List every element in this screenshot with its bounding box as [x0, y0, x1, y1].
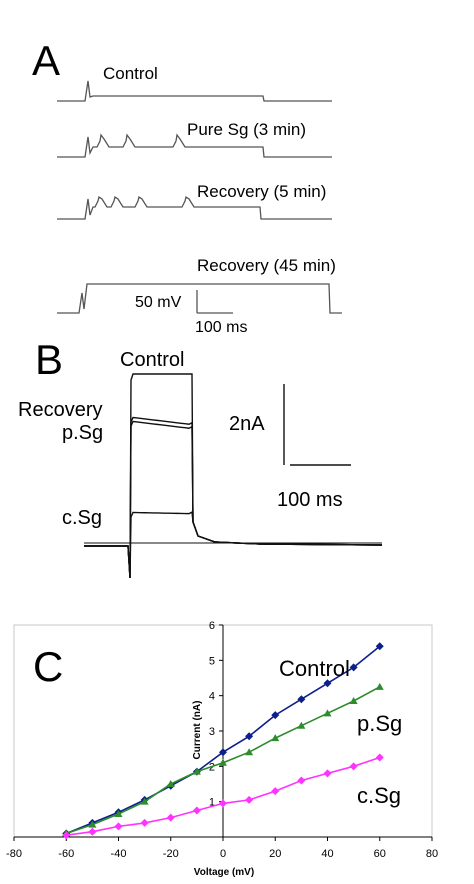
x-tick-label: 80	[426, 848, 438, 860]
data-point	[140, 818, 149, 827]
data-point	[271, 711, 280, 720]
x-tick-label: -40	[111, 848, 127, 860]
y-tick-label: 4	[209, 691, 215, 703]
x-tick-label: 20	[269, 848, 281, 860]
data-point	[375, 682, 384, 690]
data-point	[271, 787, 280, 796]
data-point	[192, 806, 201, 815]
y-tick-label: 6	[209, 620, 215, 632]
panel-a-letter: A	[32, 37, 60, 84]
data-point	[349, 696, 358, 704]
data-point	[349, 663, 358, 672]
data-point	[323, 769, 332, 778]
data-point	[62, 831, 71, 840]
panel-b-traces	[84, 373, 383, 579]
data-point	[88, 827, 97, 836]
chart-series-labels: Control p.Sg c.Sg	[279, 656, 402, 808]
data-point	[166, 813, 175, 822]
panel-a-traces	[57, 80, 342, 314]
b-label-control: Control	[120, 349, 184, 371]
series-label: p.Sg	[357, 711, 402, 736]
panel-b-letter: B	[35, 336, 63, 383]
y-tick-label: 1	[209, 797, 215, 809]
data-point	[219, 758, 227, 766]
x-tick-label: 60	[374, 848, 386, 860]
scale-label-voltage: 50 mV	[135, 294, 182, 311]
data-point	[245, 748, 254, 756]
chart-series	[62, 642, 384, 840]
series-label: c.Sg	[357, 783, 401, 808]
scale-label-time-b: 100 ms	[277, 489, 343, 511]
trace-label-recovery-45: Recovery (45 min)	[197, 256, 336, 275]
data-point	[323, 709, 332, 717]
data-point	[219, 799, 227, 808]
x-axis-title: Voltage (mV)	[194, 867, 254, 878]
data-point	[271, 734, 280, 742]
data-point	[114, 810, 123, 818]
b-label-psg: p.Sg	[62, 422, 103, 444]
trace-b-csg	[84, 511, 383, 579]
data-point	[245, 732, 254, 741]
data-point	[166, 780, 175, 787]
b-label-recovery: Recovery	[18, 399, 102, 421]
trace-pure-sg	[57, 133, 332, 158]
x-tick-label: -60	[58, 848, 74, 860]
trace-control	[57, 80, 332, 102]
scale-label-time-a: 100 ms	[195, 319, 247, 336]
data-point	[323, 679, 332, 688]
scale-label-current: 2nA	[229, 413, 265, 435]
data-point	[88, 820, 97, 828]
data-point	[297, 776, 306, 785]
panel-a-scale-bar	[196, 290, 233, 314]
data-point	[114, 822, 123, 831]
data-point	[297, 695, 306, 704]
data-point	[375, 753, 384, 762]
data-point	[375, 642, 384, 651]
y-tick-label: 3	[209, 726, 215, 738]
trace-label-recovery-5: Recovery (5 min)	[197, 182, 326, 201]
trace-recovery-5	[57, 195, 332, 220]
trace-label-pure-sg: Pure Sg (3 min)	[187, 120, 306, 139]
data-point	[297, 721, 306, 729]
data-point	[140, 797, 149, 805]
panel-c-letter: C	[33, 643, 63, 690]
b-label-csg: c.Sg	[62, 507, 102, 529]
x-tick-label: 40	[321, 848, 333, 860]
panel-b-scale-bar	[283, 384, 351, 466]
data-point	[192, 767, 201, 775]
trace-recovery-45	[57, 283, 342, 314]
x-tick-label: 0	[220, 848, 226, 860]
x-tick-label: -80	[6, 848, 22, 860]
y-tick-label: 5	[209, 655, 215, 667]
x-tick-label: -20	[163, 848, 179, 860]
series-label: Control	[279, 656, 350, 681]
data-point	[219, 748, 227, 757]
trace-label-control: Control	[103, 64, 158, 83]
data-point	[245, 795, 254, 804]
data-point	[349, 762, 358, 771]
y-axis-title: Current (nA)	[192, 701, 203, 760]
